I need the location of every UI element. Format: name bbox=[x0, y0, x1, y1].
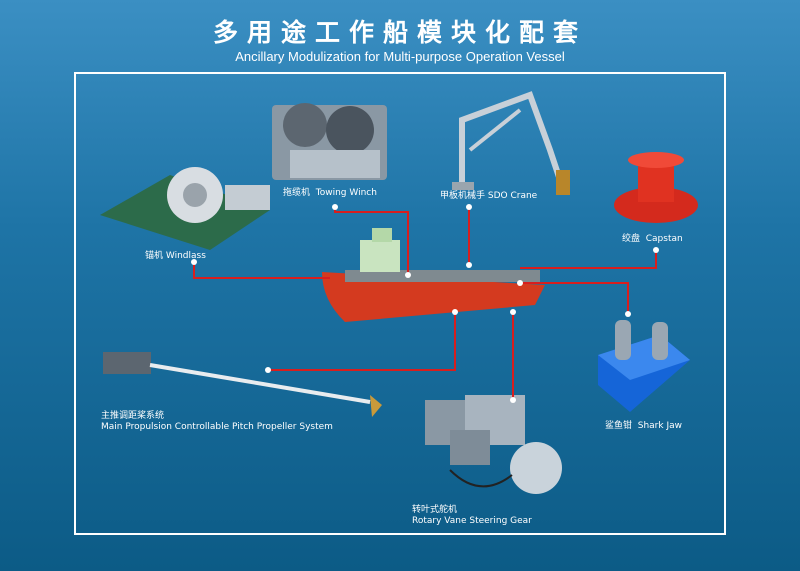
label-capstan: 绞盘 Capstan bbox=[622, 234, 683, 244]
label-sdo-crane: 甲板机械手 SDO Crane bbox=[440, 191, 538, 201]
line-capstan bbox=[520, 250, 657, 269]
page-subtitle: Ancillary Modulization for Multi-purpose… bbox=[235, 49, 565, 64]
line-shark-jaw bbox=[520, 282, 629, 314]
towing-winch-image bbox=[272, 103, 387, 180]
connection-dots bbox=[191, 204, 659, 403]
windlass-image bbox=[100, 167, 270, 250]
label-towing-winch: 拖缆机 Towing Winch bbox=[283, 188, 377, 198]
label-windlass: 锚机 Windlass bbox=[145, 251, 206, 261]
steering-gear-image bbox=[425, 395, 562, 494]
shark-jaw-image bbox=[598, 320, 690, 412]
capstan-image bbox=[614, 152, 698, 223]
diagram-frame bbox=[74, 72, 726, 535]
line-windlass bbox=[193, 262, 330, 279]
sdo-crane-image bbox=[452, 91, 570, 195]
line-propeller bbox=[268, 312, 456, 371]
page-title: 多用途工作船模块化配套 bbox=[212, 18, 587, 47]
vessel-image bbox=[322, 228, 545, 322]
propeller-system-image bbox=[103, 352, 382, 417]
label-shark-jaw: 鲨鱼钳 Shark Jaw bbox=[605, 421, 682, 431]
